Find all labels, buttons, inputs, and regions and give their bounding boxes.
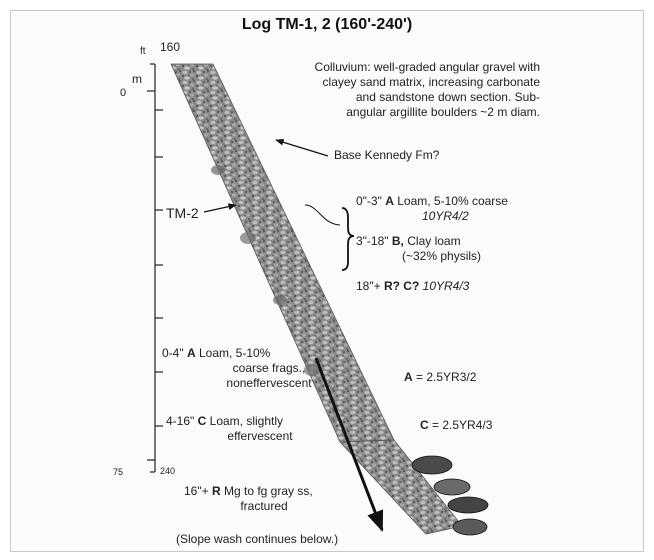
upper-r-letter: R? C? bbox=[383, 279, 420, 293]
upper-b-horizon: 3"-18" B, Clay loam bbox=[356, 234, 461, 249]
lower-c-letter: C bbox=[197, 414, 207, 428]
lower-c-depth: 4-16" bbox=[166, 414, 195, 428]
upper-a-text: Loam, 5-10% coarse bbox=[397, 194, 508, 208]
ft-bottom-label: 240 bbox=[160, 466, 176, 476]
colluvium-description: Colluvium: well-graded angular gravel wi… bbox=[228, 60, 540, 120]
lower-c-text: Loam, slightly bbox=[209, 414, 284, 428]
ft-top-label: 160 bbox=[160, 40, 181, 54]
base-kennedy-arrow bbox=[275, 139, 329, 157]
base-kennedy-label: Base Kennedy Fm? bbox=[334, 148, 440, 162]
upper-b-text: Clay loam bbox=[407, 234, 461, 248]
munsell-a-value: = 2.5YR3/2 bbox=[416, 370, 477, 384]
munsell-c-value: = 2.5YR4/3 bbox=[432, 418, 493, 432]
munsell-a-letter: A bbox=[404, 370, 413, 384]
ft-unit-label: ft bbox=[140, 46, 146, 57]
colluvium-strip bbox=[170, 63, 463, 535]
lower-c-line-2: effervescent bbox=[227, 429, 293, 443]
colluvium-line-4: angular argillite boulders ~2 m diam. bbox=[346, 105, 540, 119]
munsell-c-letter: C bbox=[420, 418, 429, 432]
upper-a-color: 10YR4/2 bbox=[422, 209, 469, 223]
upper-soil-bracket bbox=[341, 207, 355, 271]
lower-a-letter: A bbox=[186, 346, 196, 360]
munsell-a: A = 2.5YR3/2 bbox=[404, 370, 476, 385]
lower-soil-arrow bbox=[314, 357, 384, 532]
m-bottom-label: 75 bbox=[113, 467, 124, 477]
depth-scale bbox=[147, 63, 156, 473]
upper-r-horizon: 18"+ R? C? 10YR4/3 bbox=[356, 279, 469, 294]
lower-r-letter: R bbox=[211, 484, 221, 498]
upper-a-depth: 0"-3" bbox=[356, 194, 382, 208]
m-unit-label: m bbox=[132, 72, 142, 86]
upper-a-letter: A bbox=[385, 194, 394, 208]
upper-b-note: (~32% physils) bbox=[402, 249, 482, 263]
m-top-label: 0 bbox=[120, 87, 127, 99]
sandstone-boulders bbox=[411, 455, 489, 536]
lower-a-text: Loam, 5-10% bbox=[198, 346, 271, 360]
colluvium-line-1: Colluvium: well-graded angular gravel wi… bbox=[314, 60, 540, 74]
lower-a-horizon: 0-4" A Loam, 5-10% bbox=[162, 346, 270, 361]
lower-r-horizon: 16"+ R Mg to fg gray ss, bbox=[184, 484, 313, 499]
slope-wash-note: (Slope wash continues below.) bbox=[176, 532, 339, 546]
munsell-c: C = 2.5YR4/3 bbox=[420, 418, 492, 433]
lower-r-text: Mg to fg gray ss, bbox=[223, 484, 313, 498]
upper-r-depth: 18"+ bbox=[356, 279, 381, 293]
upper-r-color: 10YR4/3 bbox=[422, 279, 470, 293]
figure-frame bbox=[10, 10, 644, 552]
lower-a-depth: 0-4" bbox=[162, 346, 184, 360]
lower-r-line-2: fractured bbox=[240, 499, 288, 513]
colluvium-line-2: clayey sand matrix, increasing carbonate bbox=[322, 75, 540, 89]
lower-a-line-2: coarse frags., bbox=[232, 361, 306, 375]
upper-a-horizon: 0"-3" A Loam, 5-10% coarse bbox=[356, 194, 508, 209]
lower-r-depth: 16"+ bbox=[184, 484, 209, 498]
lower-c-horizon: 4-16" C Loam, slightly bbox=[166, 414, 283, 429]
upper-soil-connector bbox=[304, 204, 341, 226]
ft-ticks bbox=[155, 109, 163, 427]
figure-title: Log TM-1, 2 (160'-240') bbox=[241, 16, 413, 33]
upper-b-depth: 3"-18" bbox=[356, 234, 389, 248]
lower-a-line-3: noneffervescent bbox=[226, 376, 312, 390]
section-label-tm2: TM-2 bbox=[166, 205, 199, 221]
colluvium-line-3: and sandstone down section. Sub- bbox=[355, 90, 540, 104]
upper-b-letter: B, bbox=[391, 234, 404, 248]
tm2-arrow bbox=[203, 203, 237, 213]
